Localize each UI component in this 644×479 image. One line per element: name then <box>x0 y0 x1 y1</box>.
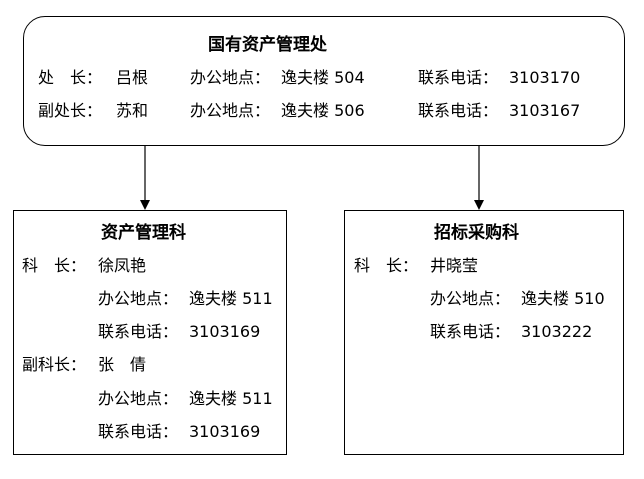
asset-head-name: 徐凤艳 <box>98 256 147 275</box>
director-role: 处 长： <box>38 68 103 87</box>
asset-deputy-phone-label: 联系电话： <box>98 422 179 441</box>
asset-head-office: 逸夫楼 511 <box>189 289 273 308</box>
asset-deputy-role: 副科长： <box>22 355 87 374</box>
arrowhead-right <box>474 200 484 210</box>
procurement-head-role: 科 长： <box>354 256 419 275</box>
asset-section-box <box>13 210 287 455</box>
director-phone: 3103170 <box>509 68 581 87</box>
asset-deputy-name: 张 倩 <box>98 355 147 374</box>
asset-head-phone-label: 联系电话： <box>98 322 179 341</box>
director-phone-label: 联系电话： <box>418 68 499 87</box>
deputy-director-office-label: 办公地点： <box>190 101 271 120</box>
asset-deputy-office-label: 办公地点： <box>98 389 179 408</box>
director-office-label: 办公地点： <box>190 68 271 87</box>
procurement-head-office: 逸夫楼 510 <box>521 289 605 308</box>
asset-deputy-office: 逸夫楼 511 <box>189 389 273 408</box>
procurement-section-box <box>344 210 624 455</box>
procurement-head-office-label: 办公地点： <box>430 289 511 308</box>
deputy-director-name: 苏和 <box>116 101 149 120</box>
procurement-section-title: 招标采购科 <box>434 223 519 243</box>
asset-head-phone: 3103169 <box>189 322 261 341</box>
department-title: 国有资产管理处 <box>208 35 327 55</box>
asset-head-office-label: 办公地点： <box>98 289 179 308</box>
department-box <box>23 16 625 146</box>
procurement-head-name: 井晓莹 <box>430 256 479 275</box>
director-name: 吕根 <box>116 68 149 87</box>
asset-deputy-phone: 3103169 <box>189 422 261 441</box>
deputy-director-office: 逸夫楼 506 <box>281 101 365 120</box>
asset-head-role: 科 长： <box>22 256 87 275</box>
deputy-director-phone-label: 联系电话： <box>418 101 499 120</box>
procurement-head-phone: 3103222 <box>521 322 593 341</box>
deputy-director-phone: 3103167 <box>509 101 581 120</box>
arrowhead-left <box>140 200 150 210</box>
procurement-head-phone-label: 联系电话： <box>430 322 511 341</box>
asset-section-title: 资产管理科 <box>101 223 186 243</box>
deputy-director-role: 副处长： <box>38 101 103 120</box>
director-office: 逸夫楼 504 <box>281 68 365 87</box>
